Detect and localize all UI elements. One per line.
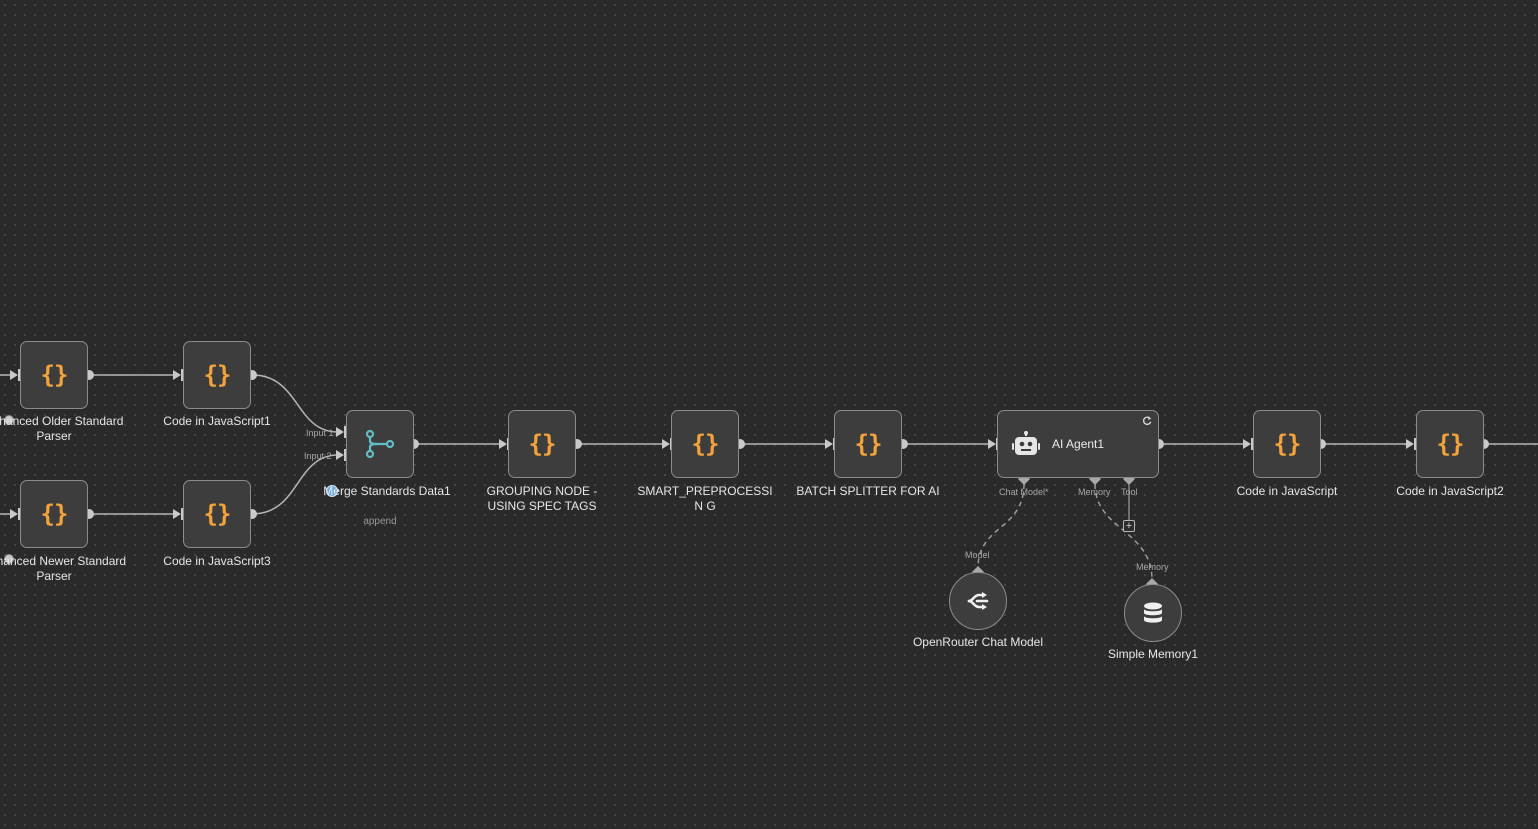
node-label: Code in JavaScript1 — [163, 414, 271, 428]
node-smart-preprocessing[interactable]: {} — [671, 410, 739, 478]
chat-model-port-label: Chat Model* — [999, 487, 1049, 497]
node-grouping[interactable]: {} — [508, 410, 576, 478]
status-dot — [4, 554, 14, 564]
connection-wire — [251, 374, 339, 433]
node-batch-splitter[interactable]: {} — [834, 410, 902, 478]
code-braces-icon: {} — [40, 500, 69, 528]
node-code-in-javascript2[interactable]: {} — [1416, 410, 1484, 478]
node-openrouter-chat-model[interactable] — [949, 572, 1007, 630]
code-braces-icon: {} — [203, 500, 232, 528]
sub-connection-wire — [977, 483, 1025, 569]
model-port-label: Model — [965, 550, 990, 560]
node-enhanced-newer-standard-parser[interactable]: {} — [20, 480, 88, 548]
refresh-icon[interactable] — [1143, 416, 1152, 425]
merge-icon — [365, 429, 395, 459]
code-braces-icon: {} — [40, 361, 69, 389]
code-braces-icon: {} — [1273, 430, 1302, 458]
node-simple-memory1[interactable] — [1124, 584, 1182, 642]
node-ai-agent1[interactable]: AI Agent1 — [997, 410, 1159, 478]
node-label: Merge Standards Data1 — [323, 484, 451, 498]
node-enhanced-older-standard-parser[interactable]: {} — [20, 341, 88, 409]
node-label: GROUPING NODE - USING SPEC TAGS — [486, 484, 598, 513]
code-braces-icon: {} — [1436, 430, 1465, 458]
node-code-in-javascript3[interactable]: {} — [183, 480, 251, 548]
node-code-in-javascript1[interactable]: {} — [183, 341, 251, 409]
memory-port-label: Memory — [1078, 487, 1111, 497]
database-icon — [1144, 602, 1162, 623]
node-label: Enhanced Newer Standard Parser — [0, 554, 127, 583]
code-braces-icon: {} — [203, 361, 232, 389]
node-label: Enhanced Older Standard Parser — [0, 414, 124, 443]
node-subtitle: append — [363, 516, 397, 527]
status-dot — [4, 415, 14, 425]
node-label: Code in JavaScript3 — [163, 554, 271, 568]
tool-port-label: Tool — [1121, 487, 1138, 497]
input-2-label: Input 2 — [304, 451, 332, 461]
node-label: BATCH SPLITTER FOR AI — [796, 484, 940, 498]
add-tool-button[interactable]: + — [1123, 520, 1135, 532]
memory-port-label: Memory — [1136, 562, 1169, 572]
node-code-in-javascript[interactable]: {} — [1253, 410, 1321, 478]
node-label: SMART_PREPROCESSIN G — [637, 484, 773, 513]
code-braces-icon: {} — [528, 430, 557, 458]
input-1-label: Input 1 — [306, 428, 334, 438]
robot-icon — [1012, 431, 1040, 455]
node-label: Simple Memory1 — [1107, 647, 1199, 661]
node-title: AI Agent1 — [1052, 437, 1105, 451]
connection-wire — [251, 454, 339, 515]
node-label: Code in JavaScript2 — [1396, 484, 1504, 498]
code-braces-icon: {} — [854, 430, 883, 458]
node-label: OpenRouter Chat Model — [912, 635, 1044, 649]
refresh-icon — [326, 485, 338, 497]
node-merge-standards-data1[interactable] — [346, 410, 414, 478]
openrouter-icon — [967, 592, 989, 610]
code-braces-icon: {} — [691, 430, 720, 458]
node-label: Code in JavaScript — [1236, 484, 1338, 498]
